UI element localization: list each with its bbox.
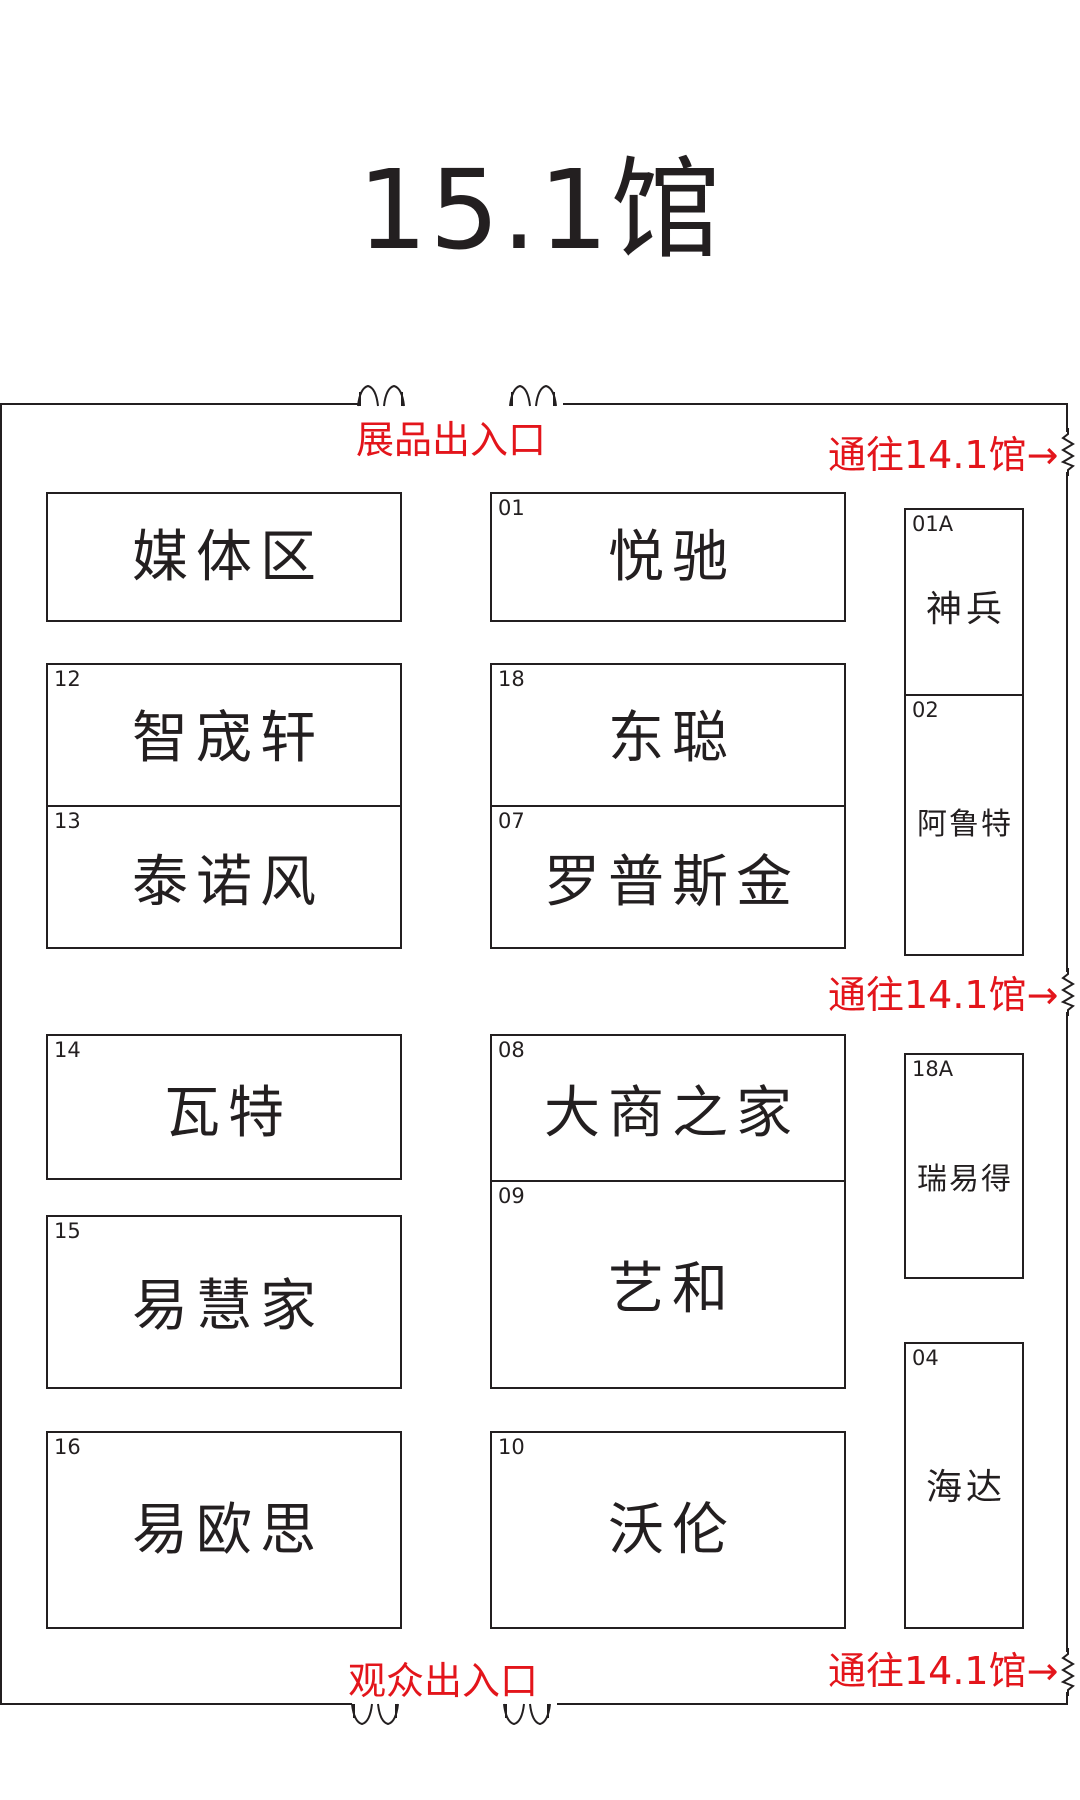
- passage-label-1: 通往14.1馆→: [828, 433, 1059, 477]
- booth-name: 瓦特: [164, 1081, 292, 1146]
- entrance-top-label: 展品出入口: [356, 418, 547, 462]
- booth-number: 13: [54, 809, 81, 833]
- booth-name: 易慧家: [132, 1274, 324, 1339]
- booth-08[interactable]: 08 大商之家: [490, 1034, 846, 1182]
- booth-name: 艺和: [608, 1257, 736, 1322]
- passage-label-2: 通往14.1馆→: [828, 973, 1059, 1017]
- door-symbol-icon: [357, 384, 405, 407]
- wall-break-icon: [1060, 428, 1075, 476]
- booth-07[interactable]: 07 罗普斯金: [490, 805, 846, 949]
- door-symbol-icon: [503, 1703, 551, 1726]
- page-title: 15.1馆: [357, 146, 723, 274]
- entrance-bottom-label: 观众出入口: [348, 1659, 539, 1703]
- booth-number: 07: [498, 809, 525, 833]
- booth-number: 16: [54, 1435, 81, 1459]
- door-symbol-icon: [351, 1703, 399, 1726]
- booth-14[interactable]: 14 瓦特: [46, 1034, 402, 1180]
- booth-15[interactable]: 15 易慧家: [46, 1215, 402, 1389]
- booth-09[interactable]: 09 艺和: [490, 1180, 846, 1389]
- booth-name: 阿鲁特: [917, 807, 1013, 842]
- booth-name: 泰诺风: [132, 850, 324, 915]
- booth-name: 东聪: [608, 706, 736, 771]
- booth-number: 18: [498, 667, 525, 691]
- booth-number: 04: [912, 1346, 939, 1370]
- booth-name: 悦驰: [608, 525, 736, 590]
- booth-04[interactable]: 04 海达: [904, 1342, 1024, 1629]
- booth-media[interactable]: 媒体区: [46, 492, 402, 622]
- wall-break-icon: [1060, 968, 1075, 1016]
- booth-number: 01: [498, 496, 525, 520]
- booth-number: 14: [54, 1038, 81, 1062]
- booth-13[interactable]: 13 泰诺风: [46, 805, 402, 949]
- bottom-door-gap: [352, 1700, 557, 1708]
- wall-break-icon: [1060, 1648, 1075, 1696]
- booth-number: 02: [912, 698, 939, 722]
- booth-number: 12: [54, 667, 81, 691]
- door-symbol-icon: [509, 384, 557, 407]
- booth-12[interactable]: 12 智宬轩: [46, 663, 402, 807]
- booth-name: 沃伦: [608, 1498, 736, 1563]
- booth-number: 10: [498, 1435, 525, 1459]
- booth-02[interactable]: 02 阿鲁特: [904, 694, 1024, 956]
- booth-16[interactable]: 16 易欧思: [46, 1431, 402, 1629]
- booth-name: 瑞易得: [917, 1162, 1013, 1197]
- booth-name: 大商之家: [544, 1081, 800, 1146]
- booth-18[interactable]: 18 东聪: [490, 663, 846, 807]
- booth-18a[interactable]: 18A 瑞易得: [904, 1053, 1024, 1279]
- booth-name: 罗普斯金: [544, 850, 800, 915]
- top-door-gap: [360, 400, 563, 408]
- booth-number: 08: [498, 1038, 525, 1062]
- booth-number: 09: [498, 1184, 525, 1208]
- booth-name: 海达: [925, 1467, 1006, 1508]
- booth-01[interactable]: 01 悦驰: [490, 492, 846, 622]
- booth-name: 易欧思: [132, 1498, 324, 1563]
- booth-01a[interactable]: 01A 神兵: [904, 508, 1024, 696]
- booth-number: 18A: [912, 1057, 954, 1081]
- booth-name: 神兵: [925, 589, 1006, 630]
- booth-number: 15: [54, 1219, 81, 1243]
- booth-name: 智宬轩: [132, 706, 324, 771]
- booth-number: 01A: [912, 512, 954, 536]
- booth-10[interactable]: 10 沃伦: [490, 1431, 846, 1629]
- booth-name: 媒体区: [132, 525, 324, 590]
- passage-label-3: 通往14.1馆→: [828, 1649, 1059, 1693]
